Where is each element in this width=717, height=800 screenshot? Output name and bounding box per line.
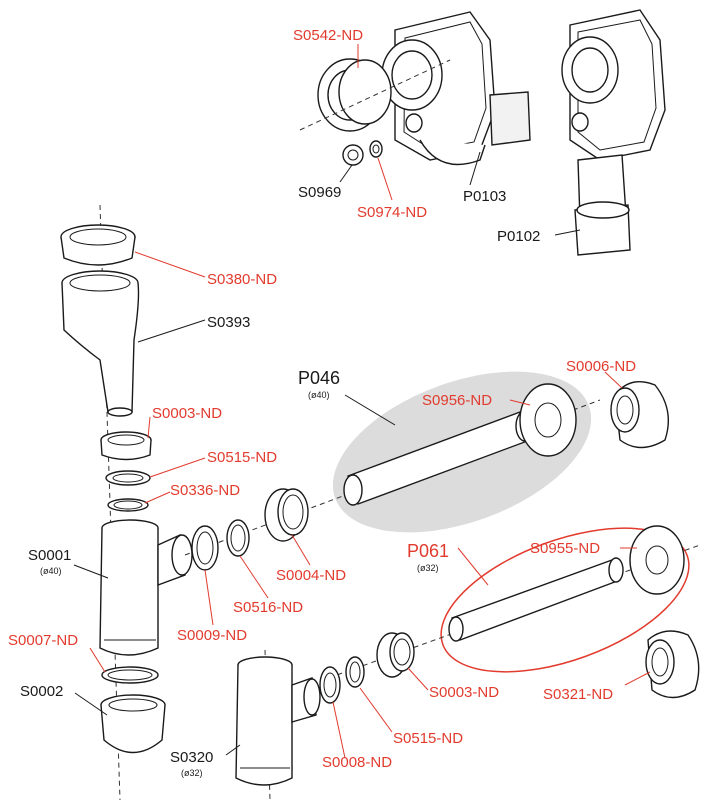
label-p046-diameter: (ø40) [308,390,330,400]
label-s0007: S0007-ND [8,632,78,649]
cup-s0002 [100,694,166,754]
label-s0009: S0009-ND [177,627,247,644]
label-s0380: S0380-ND [207,271,277,288]
label-s0003-left: S0003-ND [152,405,222,422]
label-s0006: S0006-ND [566,358,636,375]
label-s0516: S0516-ND [233,599,303,616]
nut-s0003-right [376,632,415,678]
screw-s0969 [342,144,364,166]
label-s0336: S0336-ND [170,482,240,499]
label-p061-diameter: (ø32) [417,563,439,573]
label-p046: P046 [298,368,340,388]
label-s0515-right: S0515-ND [393,730,463,747]
label-s0320-diameter: (ø32) [181,768,203,778]
label-s0393: S0393 [207,314,250,331]
gasket-s0009 [191,525,219,571]
gasket-s0008 [319,666,341,704]
pipe-p061 [448,557,624,642]
nut-s0004 [264,488,309,542]
label-s0320: S0320 [170,749,213,766]
washer-s0515-left [105,470,151,486]
label-s0003-right: S0003-ND [429,684,499,701]
cap-s0006 [610,381,669,449]
label-s0001-diameter: (ø40) [40,566,62,576]
label-p0103: P0103 [463,188,506,205]
label-s0515-left: S0515-ND [207,449,277,466]
label-p0102: P0102 [497,228,540,245]
washer-s0516 [226,519,250,557]
label-s0956: S0956-ND [422,392,492,409]
gasket-s0007 [101,666,159,684]
ring-s0380 [60,224,136,266]
label-s0004: S0004-ND [276,567,346,584]
washer-s0336 [107,498,149,512]
label-s0321: S0321-ND [543,686,613,703]
p061-highlight-outline [440,527,690,673]
label-s0955: S0955-ND [530,540,600,557]
body-s0001 [99,519,193,656]
body-s0320 [235,656,321,786]
label-s0002: S0002 [20,683,63,700]
label-s0008: S0008-ND [322,754,392,771]
wall-siphon-p0102 [561,9,666,256]
label-s0974: S0974-ND [357,204,427,221]
label-s0001: S0001 [28,547,71,564]
washer-s0974 [369,140,383,158]
label-p061: P061 [407,541,449,561]
washer-s0515-right [345,656,365,688]
angled-tube-s0393 [61,270,140,417]
label-s0542: S0542-ND [293,27,363,44]
rosette-s0955 [629,525,685,595]
cap-s0321 [645,630,700,699]
wall-siphon-p0103 [317,11,531,166]
rosette-s0956 [519,383,577,457]
label-s0969: S0969 [298,184,341,201]
nut-s0003-left [100,431,152,461]
